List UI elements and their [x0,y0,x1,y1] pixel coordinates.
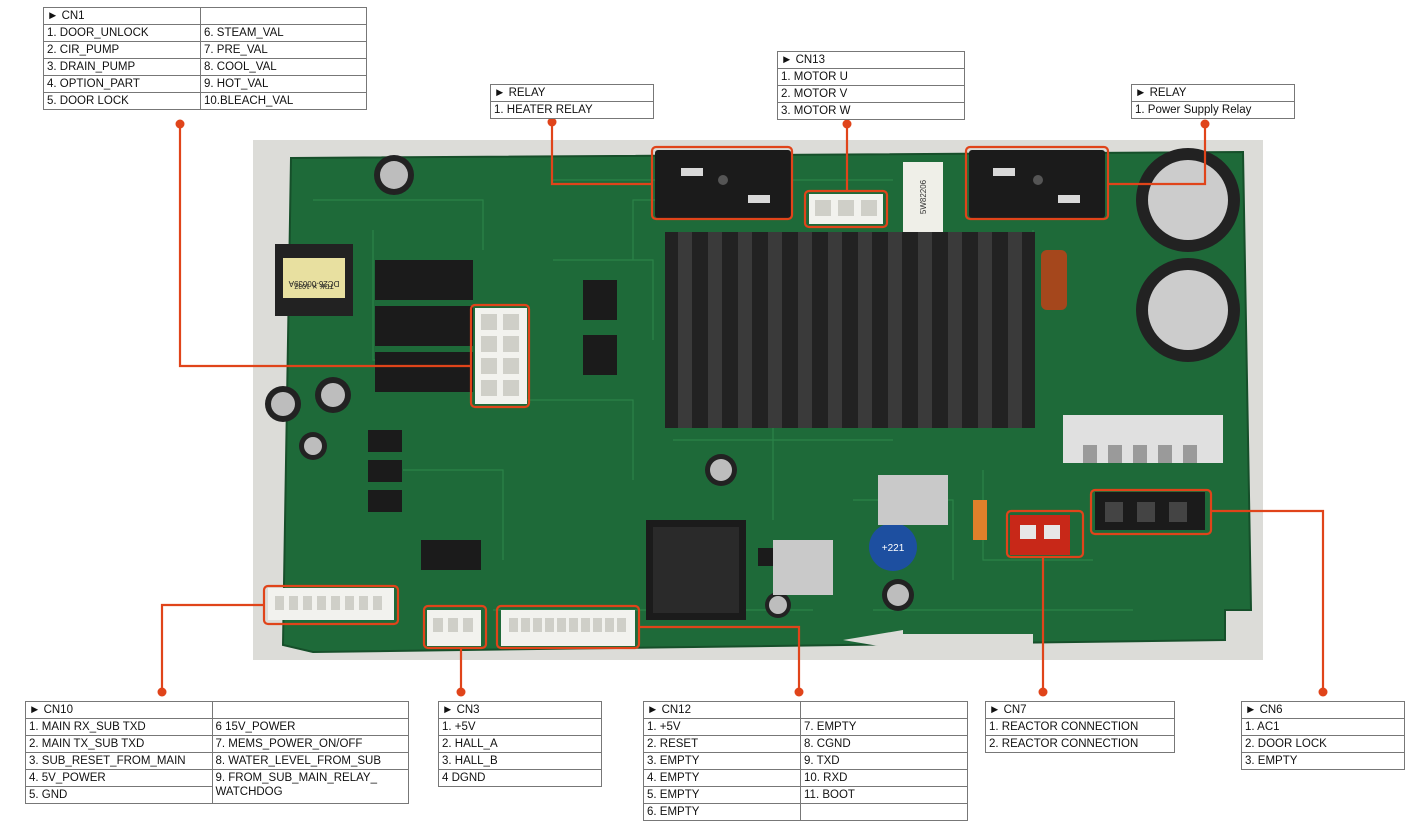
table-cell: 5. DOOR LOCK [43,92,201,110]
table-cell: 2. DOOR LOCK [1241,735,1405,753]
table-cell: 1. +5V [438,718,602,736]
table-cell: 4 DGND [438,769,602,787]
table-cell [800,803,968,821]
cn10-title-blank [211,701,409,719]
cn10-title: ► CN10 [25,701,213,719]
table-cell: 3. DRAIN_PUMP [43,58,201,76]
table-cell: 1. MOTOR U [777,68,965,86]
cn3-title: ► CN3 [438,701,602,719]
resistor-label: 5W82206 [919,179,928,214]
cn13-table: ► CN13 1. MOTOR U 2. MOTOR V 3. MOTOR W [777,51,965,120]
table-cell: 2. RESET [643,735,801,753]
cn13-title: ► CN13 [777,51,965,69]
table-cell: 7. PRE_VAL [200,41,367,59]
table-cell: 1. Power Supply Relay [1131,101,1295,119]
table-cell: 8. COOL_VAL [200,58,367,76]
table-cell: 2. MAIN TX_SUB TXD [25,735,213,753]
table-cell: 2. MOTOR V [777,85,965,103]
cn1-title-blank [200,7,367,25]
table-cell: 8. WATER_LEVEL_FROM_SUB [211,752,409,770]
table-cell: 4. EMPTY [643,769,801,787]
table-cell: 1. +5V [643,718,801,736]
cn12-title-blank [800,701,968,719]
relay-heater-table: ► RELAY 1. HEATER RELAY [490,84,654,119]
cn10-leader [160,603,264,692]
relay-power-table: ► RELAY 1. Power Supply Relay [1131,84,1295,119]
cn7-table: ► CN7 1. REACTOR CONNECTION 2. REACTOR C… [985,701,1175,753]
table-cell: 3. HALL_B [438,752,602,770]
table-cell: 2. HALL_A [438,735,602,753]
table-cell: 2. CIR_PUMP [43,41,201,59]
relay-power-title: ► RELAY [1131,84,1295,102]
table-cell: 1. AC1 [1241,718,1405,736]
cn7-title: ► CN7 [985,701,1175,719]
table-cell: 6. STEAM_VAL [200,24,367,42]
cn6-title: ► CN6 [1241,701,1405,719]
table-cell: 10. RXD [800,769,968,787]
cn6-table: ► CN6 1. AC1 2. DOOR LOCK 3. EMPTY [1241,701,1405,770]
table-cell: 3. EMPTY [643,752,801,770]
table-cell: 4. 5V_POWER [25,769,213,787]
table-cell: 6. EMPTY [643,803,801,821]
capacitor-label: +221 [882,543,905,554]
table-cell: 3. SUB_RESET_FROM_MAIN [25,752,213,770]
table-cell: 9. HOT_VAL [200,75,367,93]
table-cell: 3. MOTOR W [777,102,965,120]
table-cell: 6 15V_POWER [211,718,409,736]
table-cell: 1. MAIN RX_SUB TXD [25,718,213,736]
table-cell: 5. GND [25,786,213,804]
cn1-title: ► CN1 [43,7,201,25]
table-cell: 5. EMPTY [643,786,801,804]
pcb-board-photo: +221 DC26-00039A TDK ✕ 1037 5W82206 [253,140,1263,660]
table-cell: 7. EMPTY [800,718,968,736]
cn3-table: ► CN3 1. +5V 2. HALL_A 3. HALL_B 4 DGND [438,701,602,787]
table-cell: 3. EMPTY [1241,752,1405,770]
transformer-sub-label: TDK ✕ 1037 [294,282,333,289]
cn12-title: ► CN12 [643,701,801,719]
table-cell: 10.BLEACH_VAL [200,92,367,110]
table-cell: 8. CGND [800,735,968,753]
table-cell: 7. MEMS_POWER_ON/OFF [211,735,409,753]
table-cell: 9. FROM_SUB_MAIN_RELAY_ WATCHDOG [211,769,409,804]
table-cell: 9. TXD [800,752,968,770]
table-cell: 11. BOOT [800,786,968,804]
table-cell: 1. REACTOR CONNECTION [985,718,1175,736]
table-cell: 4. OPTION_PART [43,75,201,93]
table-cell: 1. DOOR_UNLOCK [43,24,201,42]
table-cell: 1. HEATER RELAY [490,101,654,119]
relay-heater-title: ► RELAY [490,84,654,102]
table-cell: 2. REACTOR CONNECTION [985,735,1175,753]
